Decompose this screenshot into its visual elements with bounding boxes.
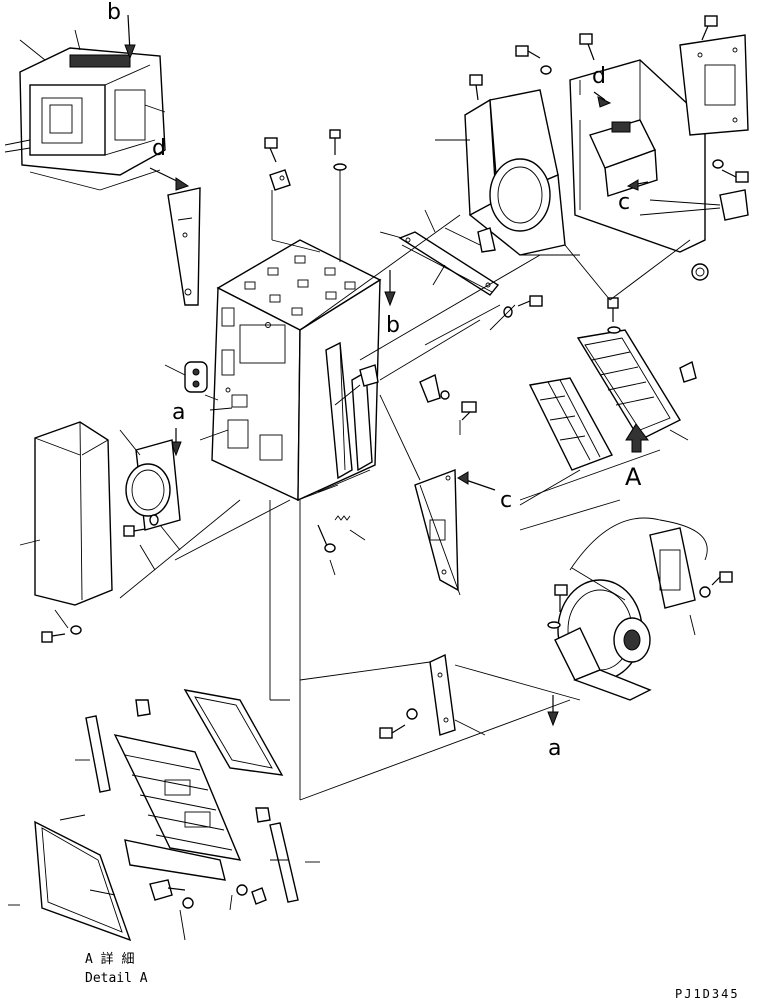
control-panel-assembly (569, 34, 749, 281)
arrow-b-mid (384, 270, 396, 307)
mounting-plate (379, 653, 486, 739)
drawing-code: PJ1D345 (675, 987, 740, 1001)
blower-motor-assembly (547, 517, 708, 701)
side-panel-d (167, 187, 201, 306)
side-plate-c (414, 468, 496, 592)
main-housing-box (211, 239, 382, 502)
resistor-bracket (649, 527, 733, 636)
large-side-cover (19, 421, 113, 606)
label-b-mid: b (386, 313, 400, 338)
label-d-left: d (152, 136, 166, 161)
arrow-d-right (593, 91, 612, 108)
label-a-left: a (172, 400, 186, 425)
upper-duct-port (435, 74, 566, 256)
grommet (164, 361, 233, 441)
duct-round-outlet (119, 429, 181, 531)
label-d-right: d (592, 64, 606, 89)
bolts-main-top (264, 129, 347, 262)
filter-frame-right (576, 297, 697, 441)
label-b-top: b (107, 0, 121, 25)
label-a-bottom: a (548, 736, 562, 761)
detail-a-filter-assembly (8, 689, 320, 942)
arrow-detail-a (625, 423, 649, 453)
heater-unit-assembly (4, 29, 166, 191)
detail-a-caption: Detail A (85, 971, 148, 986)
arrow-d-left (149, 167, 190, 191)
arrow-c-right (626, 179, 721, 216)
bolts-bracket (489, 295, 543, 331)
spring-pin-parts (317, 515, 366, 576)
label-c-right: c (618, 190, 631, 215)
label-c-mid: c (500, 488, 513, 513)
clip-parts (334, 364, 477, 435)
long-bracket (379, 209, 500, 296)
bolts-lower-left (41, 514, 181, 643)
arrow-a-bottom (547, 695, 559, 727)
arrow-b-top (124, 14, 136, 60)
detail-a-kanji: A 詳 細 (85, 952, 135, 967)
connection-lines (119, 214, 691, 801)
label-A-mid: A (625, 463, 642, 491)
bolts-top-right (515, 15, 749, 183)
filter-element (528, 377, 614, 471)
